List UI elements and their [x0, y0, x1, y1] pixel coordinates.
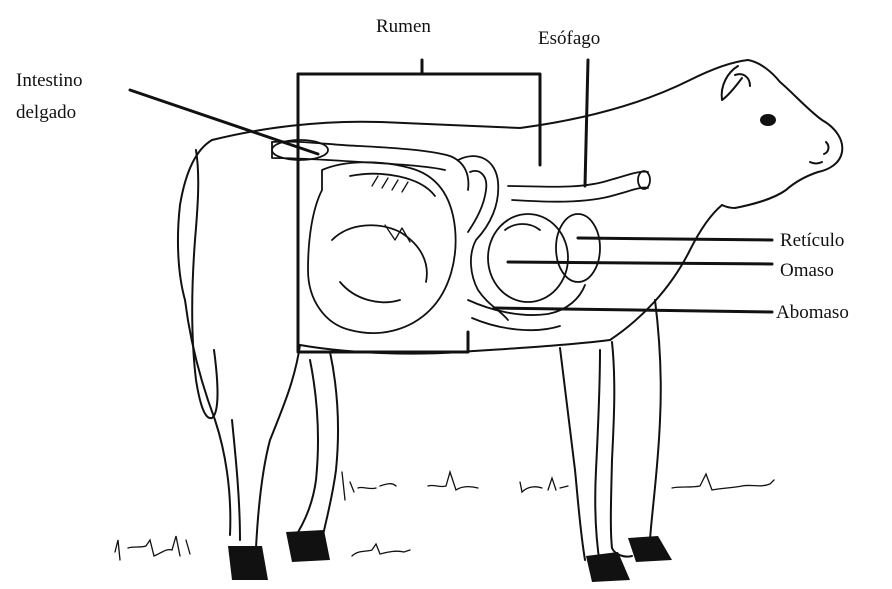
label-abomaso: Abomaso — [776, 302, 849, 323]
hoof-rear-right — [286, 530, 330, 562]
reticulo-shape — [556, 214, 600, 282]
label-reticulo: Retículo — [780, 230, 844, 251]
label-rumen: Rumen — [376, 16, 431, 37]
hoof-rear-left — [228, 546, 268, 580]
esophagus-tube — [508, 172, 648, 187]
organs — [272, 140, 650, 333]
leader-esofago — [585, 60, 588, 186]
leader-intestino — [130, 90, 318, 154]
label-intestino-line1: Intestino — [16, 70, 83, 91]
hooves — [228, 530, 672, 582]
leader-abomaso — [494, 308, 772, 312]
grass-marks — [115, 472, 774, 560]
hoof-front-right — [628, 536, 672, 562]
leader-reticulo — [578, 238, 772, 240]
labels: Rumen Esófago Intestino delgado Retículo… — [16, 16, 849, 323]
label-intestino-line2: delgado — [16, 102, 76, 123]
label-esofago: Esófago — [538, 28, 600, 49]
label-omaso: Omaso — [780, 260, 834, 281]
leader-omaso — [508, 262, 772, 264]
